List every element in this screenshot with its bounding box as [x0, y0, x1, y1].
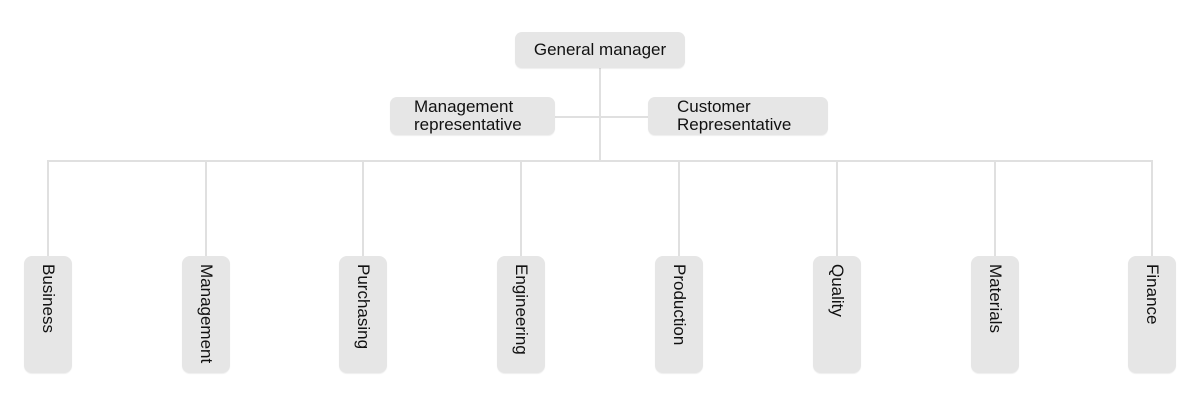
connector-drop-production [678, 161, 680, 256]
node-dept-management: Management [182, 256, 230, 373]
node-general-manager: General manager [515, 32, 685, 68]
node-management-representative: Management representative [390, 97, 555, 135]
node-dept-engineering: Engineering [497, 256, 545, 373]
node-dept-business: Business [24, 256, 72, 373]
node-label: Production [670, 264, 689, 346]
node-dept-production: Production [655, 256, 703, 373]
node-label: Finance [1143, 264, 1162, 325]
node-label-line: Management [414, 97, 514, 116]
connector-root-vertical [599, 67, 601, 161]
connector-representatives [555, 116, 648, 118]
connector-drop-finance [1151, 161, 1153, 256]
node-label: Quality [828, 264, 847, 317]
connector-drop-purchasing [362, 161, 364, 256]
node-label: Management [197, 264, 216, 364]
connector-drop-management [205, 161, 207, 256]
node-customer-representative: Customer Representative [648, 97, 828, 135]
connector-drop-materials [994, 161, 996, 256]
node-label-line: Representative [677, 115, 792, 134]
node-dept-materials: Materials [971, 256, 1019, 373]
node-label: Purchasing [354, 264, 373, 350]
node-dept-purchasing: Purchasing [339, 256, 387, 373]
node-label: Business [39, 264, 58, 333]
connector-drop-business [47, 161, 49, 256]
connector-drop-quality [836, 161, 838, 256]
node-label: Engineering [512, 264, 531, 355]
connector-drop-engineering [520, 161, 522, 256]
connector-main-horizontal [47, 160, 1153, 162]
node-label-line: representative [414, 115, 522, 134]
node-dept-finance: Finance [1128, 256, 1176, 373]
node-label: General manager [533, 40, 667, 59]
node-label: Materials [986, 264, 1005, 333]
node-dept-quality: Quality [813, 256, 861, 373]
node-label-line: Customer [677, 97, 751, 116]
